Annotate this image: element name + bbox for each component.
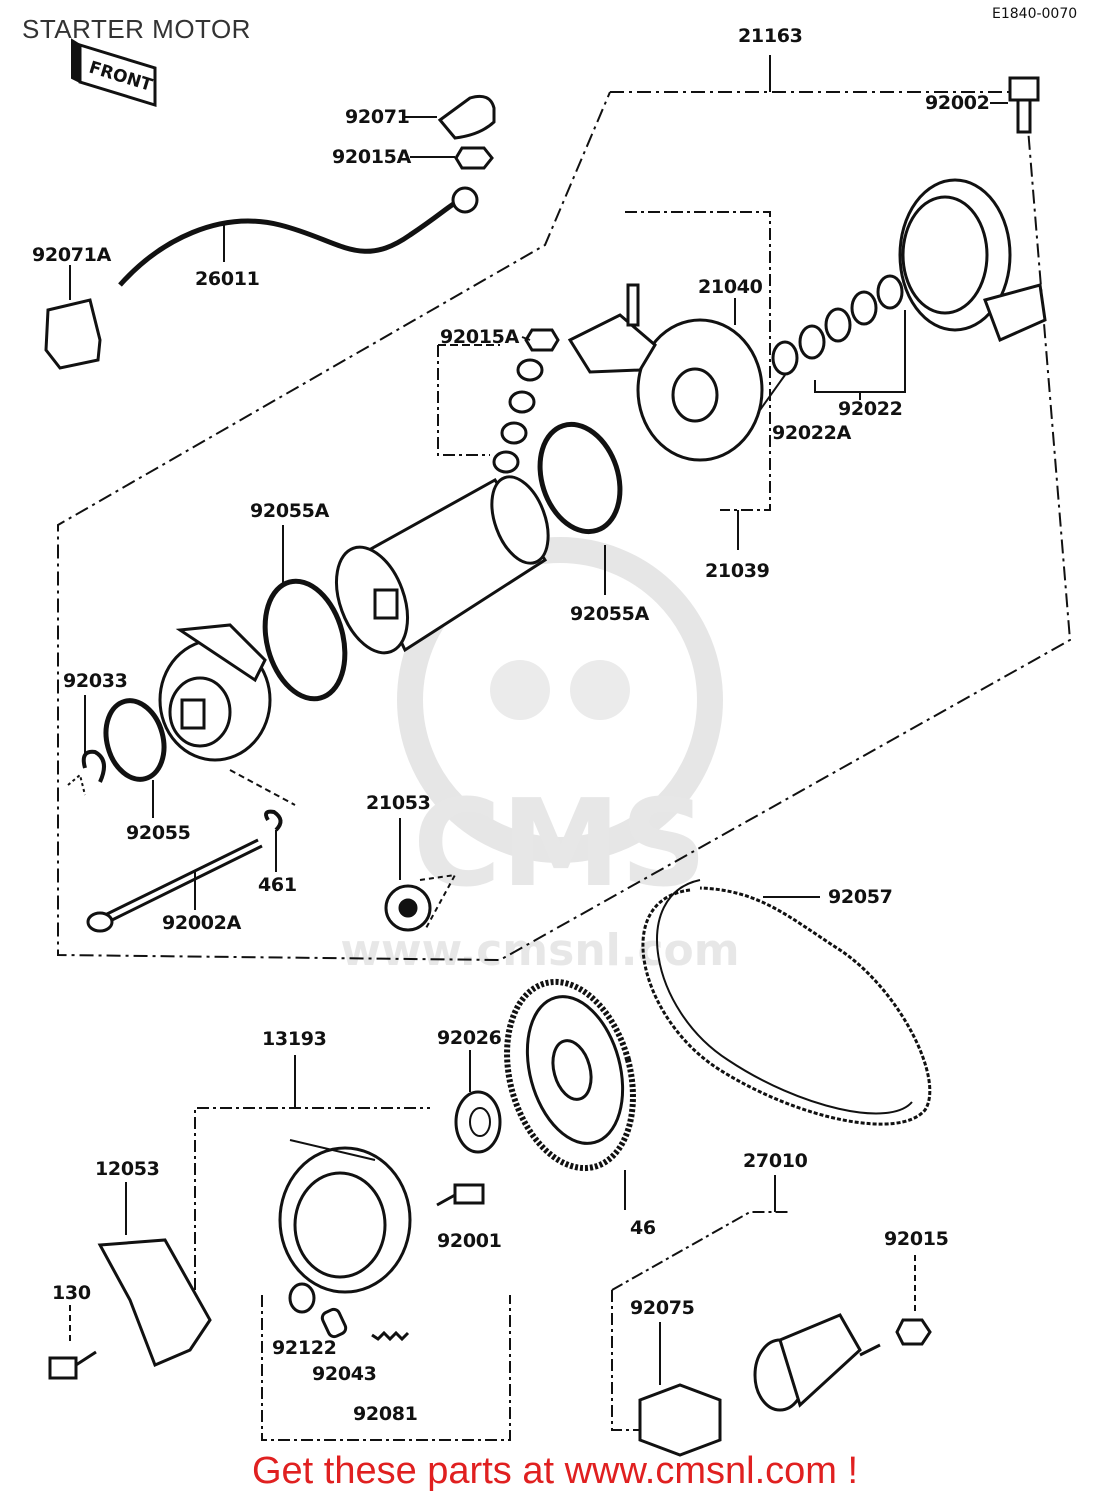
boot-92071A bbox=[44, 298, 102, 370]
part-label-92071A[interactable]: 92071A bbox=[32, 244, 112, 266]
part-label-27010[interactable]: 27010 bbox=[743, 1150, 808, 1172]
o-ring-92055A-right bbox=[537, 421, 623, 535]
terminal-cap-92071 bbox=[437, 94, 496, 140]
part-label-92026[interactable]: 92026 bbox=[437, 1027, 502, 1049]
part-label-92075[interactable]: 92075 bbox=[630, 1297, 695, 1319]
footer-link[interactable]: Get these parts at www.cmsnl.com ! bbox=[251, 1450, 859, 1492]
nut-92015A bbox=[454, 146, 494, 170]
nut-92015 bbox=[895, 1318, 932, 1346]
part-label-13193[interactable]: 13193 bbox=[262, 1028, 327, 1050]
o-ring-92055A-left bbox=[262, 578, 348, 702]
part-label-92043[interactable]: 92043 bbox=[312, 1363, 377, 1385]
part-label-92022[interactable]: 92022 bbox=[838, 398, 903, 420]
part-label-92057[interactable]: 92057 bbox=[828, 886, 893, 908]
part-label-92001[interactable]: 92001 bbox=[437, 1230, 502, 1252]
solenoid-27010 bbox=[753, 1313, 881, 1412]
front-cover bbox=[158, 623, 272, 762]
watermark-logo: CMS www.cmsnl.com bbox=[340, 537, 740, 976]
part-label-92002A[interactable]: 92002A bbox=[162, 912, 242, 934]
bracket-12053 bbox=[97, 1238, 212, 1367]
roller-92122 bbox=[288, 1282, 316, 1314]
brush-plate bbox=[567, 283, 764, 462]
clutch-13193 bbox=[278, 1139, 412, 1294]
part-label-92033[interactable]: 92033 bbox=[63, 670, 128, 692]
o-rings-stack bbox=[492, 358, 544, 474]
bolt-92001 bbox=[436, 1183, 485, 1207]
through-bolt-92002A bbox=[86, 838, 263, 933]
part-label-26011[interactable]: 26011 bbox=[195, 268, 260, 290]
circlip-92033 bbox=[81, 749, 106, 783]
washers-92022 bbox=[771, 274, 904, 376]
part-label-12053[interactable]: 12053 bbox=[95, 1158, 160, 1180]
gear-21053 bbox=[384, 884, 432, 932]
part-label-92055A-left[interactable]: 92055A bbox=[250, 500, 330, 522]
assembly-outline-21163 bbox=[57, 91, 1072, 962]
part-label-92122[interactable]: 92122 bbox=[272, 1337, 337, 1359]
watermark-url: www.cmsnl.com bbox=[340, 925, 739, 976]
part-label-21163[interactable]: 21163 bbox=[738, 25, 803, 47]
rear-housing bbox=[898, 178, 1047, 343]
part-label-46[interactable]: 46 bbox=[630, 1217, 656, 1239]
part-label-92015[interactable]: 92015 bbox=[884, 1228, 949, 1250]
part-label-92055[interactable]: 92055 bbox=[126, 822, 191, 844]
washer-92026 bbox=[454, 1090, 502, 1154]
part-label-21039[interactable]: 21039 bbox=[705, 560, 770, 582]
cable-26011 bbox=[118, 197, 462, 287]
cover-92075 bbox=[638, 1383, 722, 1457]
bolt-130 bbox=[48, 1350, 97, 1380]
part-label-92071[interactable]: 92071 bbox=[345, 106, 410, 128]
part-label-92022A[interactable]: 92022A bbox=[772, 422, 852, 444]
sprocket-46 bbox=[504, 978, 636, 1172]
chain-92057 bbox=[641, 886, 932, 1126]
part-label-92081[interactable]: 92081 bbox=[353, 1403, 418, 1425]
part-label-92055A-right[interactable]: 92055A bbox=[570, 603, 650, 625]
watermark-logo-text: CMS bbox=[413, 775, 707, 914]
part-label-92015A-mid[interactable]: 92015A bbox=[440, 326, 520, 348]
part-label-92002[interactable]: 92002 bbox=[925, 92, 990, 114]
pin-92043 bbox=[320, 1307, 348, 1339]
part-label-21040[interactable]: 21040 bbox=[698, 276, 763, 298]
clip-461 bbox=[264, 809, 283, 832]
part-label-130[interactable]: 130 bbox=[52, 1282, 91, 1304]
part-label-92015A-top[interactable]: 92015A bbox=[332, 146, 412, 168]
front-arrow-icon: FRONT bbox=[71, 38, 157, 108]
page-title: STARTER MOTOR bbox=[22, 14, 251, 44]
bolt-92002 bbox=[1008, 76, 1040, 134]
part-label-461[interactable]: 461 bbox=[258, 874, 297, 896]
diagram-code: E1840-0070 bbox=[992, 6, 1078, 22]
part-label-21053[interactable]: 21053 bbox=[366, 792, 431, 814]
o-ring-92055 bbox=[103, 698, 167, 782]
motor-yoke bbox=[335, 475, 550, 655]
spring-92081 bbox=[371, 1330, 410, 1342]
